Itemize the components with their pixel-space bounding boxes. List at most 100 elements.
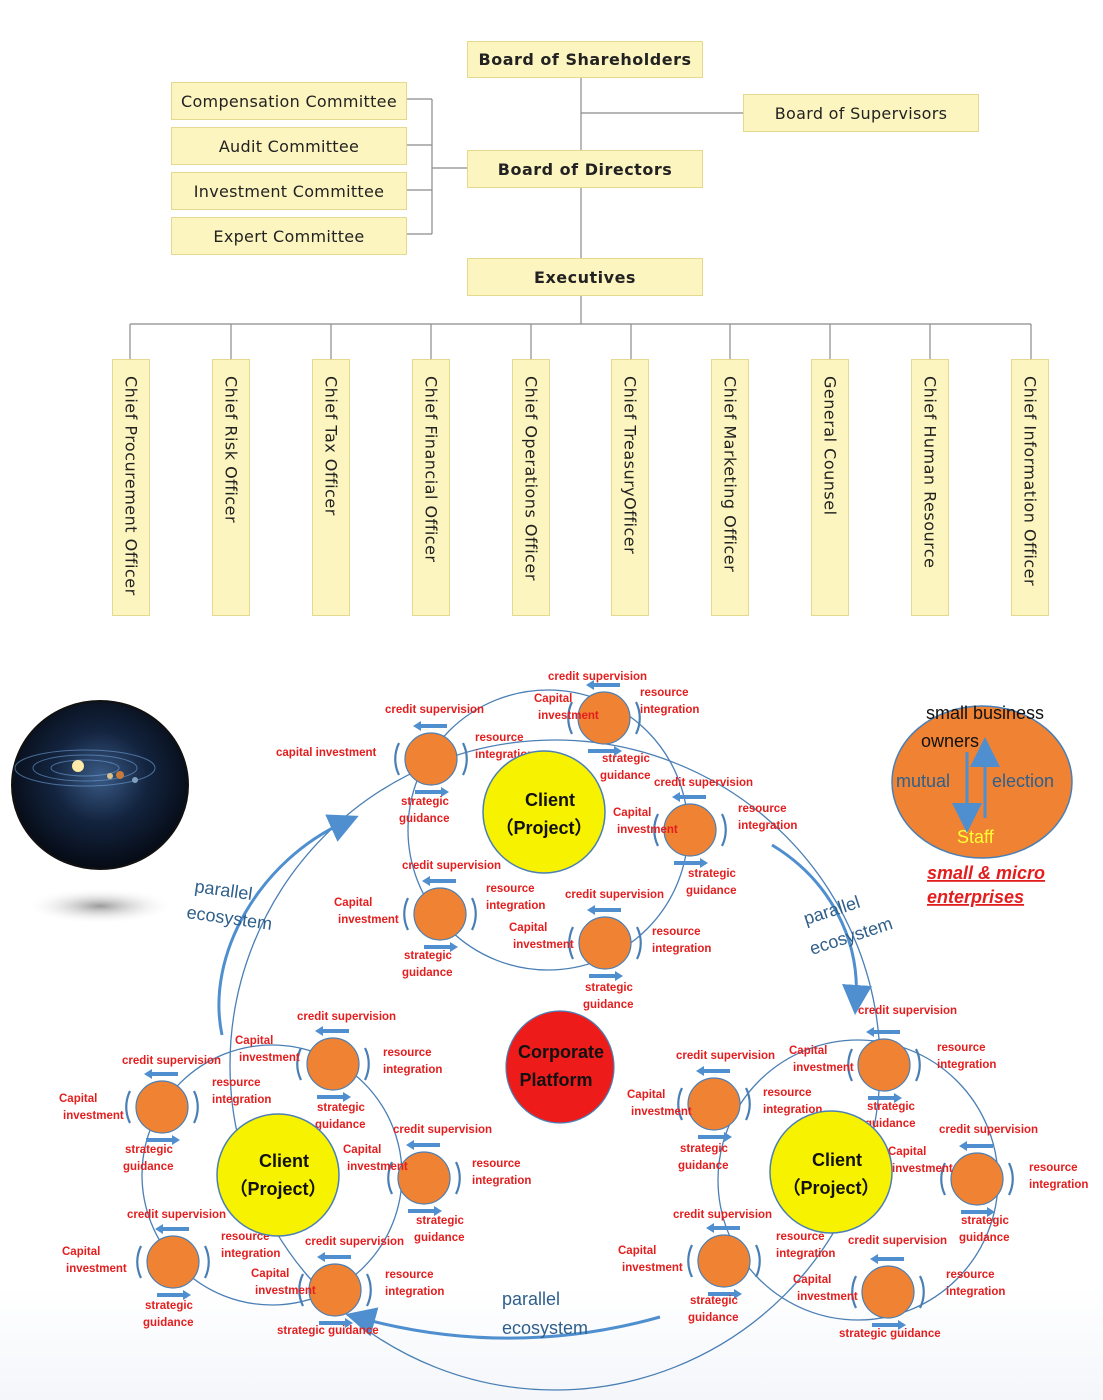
arrow-bottom-icon bbox=[415, 787, 449, 797]
resource-integration-label-line2: integration bbox=[212, 1094, 271, 1106]
corporate-platform: Corporate Platform bbox=[505, 1010, 615, 1124]
officer-box-general-counsel: General Counsel bbox=[811, 359, 849, 616]
strategic-guidance-label-line2: guidance bbox=[688, 1312, 738, 1324]
cycle-arrow-right bbox=[365, 1273, 372, 1307]
cycle-arrow-left bbox=[136, 1245, 143, 1279]
node-circle bbox=[861, 1265, 915, 1319]
capital-investment-label-line1: Capital bbox=[618, 1245, 656, 1257]
strategic-guidance-label-line2: guidance bbox=[399, 813, 449, 825]
credit-supervision-label: credit supervision bbox=[402, 860, 501, 872]
credit-supervision-label: credit supervision bbox=[939, 1124, 1038, 1136]
capital-investment-label-line1: Capital bbox=[613, 807, 651, 819]
resource-integration-label-line2: integration bbox=[776, 1248, 835, 1260]
cycle-arrow-left bbox=[940, 1162, 947, 1196]
cycle-arrow-left bbox=[653, 813, 660, 847]
capital-investment-label-line2: investment bbox=[338, 914, 399, 926]
arrow-top-icon bbox=[586, 680, 620, 690]
board-of-shareholders-box: Board of Shareholders bbox=[467, 41, 703, 78]
resource-integration-label-line2: integration bbox=[640, 704, 699, 716]
resource-integration-label-line1: resource bbox=[937, 1042, 986, 1054]
capital-investment-label-line1: Capital bbox=[334, 897, 372, 909]
node-circle bbox=[687, 1077, 741, 1131]
arrow-top-icon bbox=[422, 876, 456, 886]
resource-integration-label-line1: resource bbox=[221, 1231, 270, 1243]
arrow-top-icon bbox=[413, 721, 447, 731]
strategic-guidance-label-line2: guidance bbox=[123, 1161, 173, 1173]
service-node-14: credit supervisionresourceintegrationstr… bbox=[618, 1209, 835, 1324]
capital-investment-label-line2: investment bbox=[63, 1110, 124, 1122]
arrow-bottom-icon bbox=[674, 858, 708, 868]
strategic-guidance-label-line1: strategic bbox=[867, 1101, 916, 1113]
strategic-guidance-label-line1: strategic bbox=[404, 950, 453, 962]
solar-system-image bbox=[11, 700, 189, 870]
image-shadow bbox=[25, 888, 175, 924]
resource-integration-label-line1: resource bbox=[776, 1231, 825, 1243]
capital-investment-label-line2: investment bbox=[797, 1291, 858, 1303]
resource-integration-label-line2: integration bbox=[738, 820, 797, 832]
resource-integration-label-line1: resource bbox=[763, 1087, 812, 1099]
service-node-3: credit supervisionresourceintegrationstr… bbox=[613, 777, 797, 897]
arrow-bottom-icon bbox=[424, 942, 458, 952]
arrow-top-icon bbox=[706, 1223, 740, 1233]
board-of-directors-box: Board of Directors bbox=[467, 150, 703, 188]
node-circle bbox=[306, 1037, 360, 1091]
node-circle bbox=[663, 803, 717, 857]
smb-staff: Staff bbox=[957, 827, 995, 847]
capital-investment-label-line1: Capital bbox=[343, 1144, 381, 1156]
officer-box-procurement: Chief Procurement Officer bbox=[112, 359, 150, 616]
credit-supervision-label: credit supervision bbox=[305, 1236, 404, 1248]
credit-supervision-label: credit supervision bbox=[385, 704, 484, 716]
cycle-arrow-right bbox=[918, 1275, 925, 1309]
service-node-4: credit supervision resource integration str… bbox=[334, 860, 545, 979]
service-node-1: credit supervisionresourceintegrationstr… bbox=[534, 671, 699, 782]
resource-integration-label-line1: resource bbox=[475, 732, 524, 744]
resource-integration-label-line1: resource bbox=[486, 883, 535, 895]
resource-integration-label-line2: integration bbox=[385, 1286, 444, 1298]
parallel-ecosystem-left-line1: parallel bbox=[193, 876, 253, 904]
resource-integration-label-line2: integration bbox=[486, 900, 545, 912]
strategic-guidance-label-line1: strategic bbox=[145, 1300, 194, 1312]
cycle-arrow-right bbox=[634, 701, 641, 735]
arrow-top-icon bbox=[406, 1140, 440, 1150]
credit-supervision-label: credit supervision bbox=[673, 1209, 772, 1221]
ecosystem-diagram: parallel ecosystem parallel ecosystem pa… bbox=[0, 650, 1103, 1400]
parallel-ecosystem-left-line2: ecosystem bbox=[185, 902, 273, 934]
capital-investment-label-line1: Capital bbox=[235, 1035, 273, 1047]
capital-investment-label-line1: Capital bbox=[627, 1089, 665, 1101]
cycle-arrow-right bbox=[470, 897, 477, 931]
arrow-top-icon bbox=[870, 1254, 904, 1264]
client-top-line2: （Project） bbox=[495, 818, 592, 838]
strategic-guidance-label-line1: strategic bbox=[416, 1215, 465, 1227]
strategic-guidance-label-line2: guidance bbox=[865, 1118, 915, 1130]
cycle-arrow-left bbox=[125, 1090, 132, 1124]
committee-box-compensation: Compensation Committee bbox=[171, 82, 407, 120]
arrow-top-icon bbox=[587, 905, 621, 915]
smb-mutual: mutual bbox=[896, 771, 950, 791]
cycle-arrow-left bbox=[847, 1048, 854, 1082]
service-node-7: credit supervisionresourceintegrationstr… bbox=[59, 1055, 271, 1173]
service-node-2: credit supervisionresourceintegrationstr… bbox=[276, 704, 534, 825]
officer-box-financial: Chief Financial Officer bbox=[412, 359, 450, 616]
cycle-arrow-right bbox=[454, 1161, 461, 1195]
service-node-5: credit supervisionresourceintegrationstr… bbox=[509, 889, 711, 1011]
strategic-guidance-label-line2: guidance bbox=[583, 999, 633, 1011]
arrow-bottom-icon bbox=[146, 1135, 180, 1145]
credit-supervision-label: credit supervision bbox=[565, 889, 664, 901]
strategic-guidance-label-line1: strategic bbox=[125, 1144, 174, 1156]
capital-investment-label-line2: investment bbox=[66, 1263, 127, 1275]
resource-integration-label-line1: resource bbox=[946, 1269, 995, 1281]
client-left: Client （Project） bbox=[216, 1113, 340, 1237]
small-micro-enterprise-panel: small business owners mutual election St… bbox=[891, 703, 1073, 907]
strategic-guidance-label-line2: guidance bbox=[959, 1232, 1009, 1244]
cycle-arrow-right bbox=[914, 1048, 921, 1082]
capital-investment-label-line2: investment bbox=[255, 1285, 316, 1297]
strategic-guidance-label-line1: strategic bbox=[688, 868, 737, 880]
service-nodes: credit supervision resource integration str… bbox=[59, 671, 1088, 1340]
resource-integration-label-line1: resource bbox=[640, 687, 689, 699]
client-top-line1: Client bbox=[525, 790, 575, 810]
cycle-arrow-left bbox=[298, 1273, 305, 1307]
officer-box-treasury: Chief TreasuryOfficer bbox=[611, 359, 649, 616]
arrow-bottom-icon bbox=[708, 1289, 742, 1299]
service-node-12: credit supervisionresourceintegrationstr… bbox=[789, 1005, 996, 1130]
cycle-arrow-left bbox=[687, 1244, 694, 1278]
